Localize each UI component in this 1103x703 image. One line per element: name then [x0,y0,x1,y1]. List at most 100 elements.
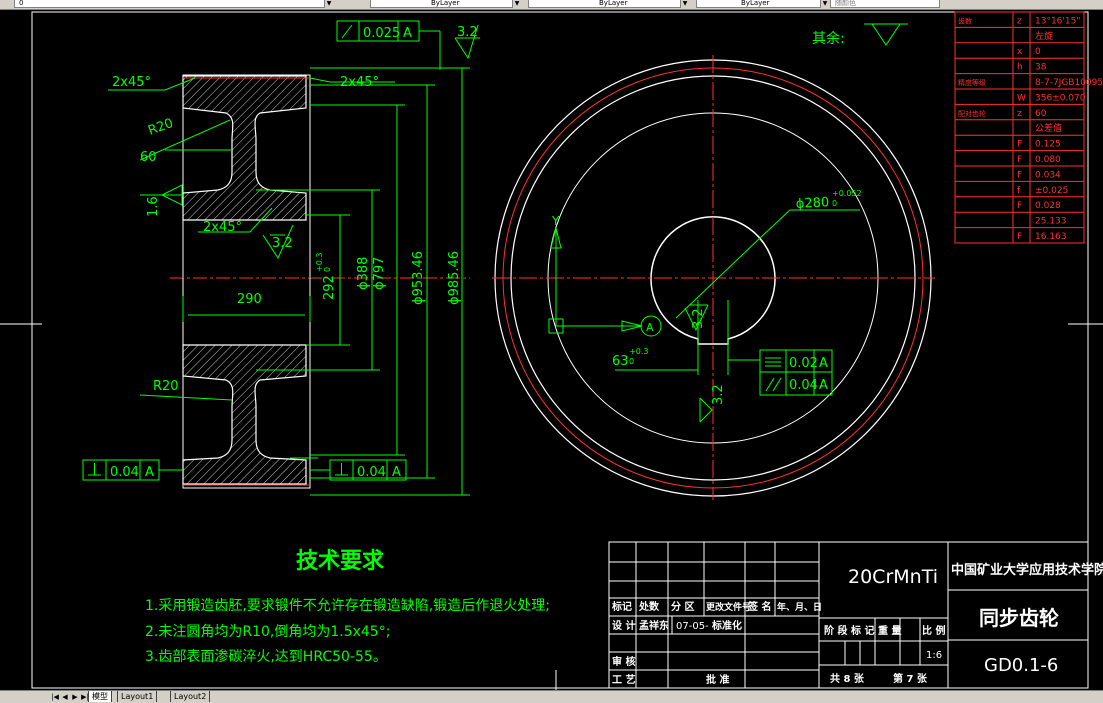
param-table-cell: f [1017,186,1021,196]
param-table-cell: 60 [1035,109,1047,119]
plotstyle-dropdown[interactable]: 随颜色 [830,0,940,8]
chevron-down-icon[interactable]: ▼ [512,0,521,8]
roughness-symbol [160,184,183,206]
tech-requirements-title: 技术要求 [296,549,384,574]
tolerance-label: +0.3 [629,347,648,356]
hatched-section-bottom [182,344,307,485]
fcf-value: 0.025 [363,26,400,41]
param-table-cell: 0.028 [1035,201,1061,211]
param-table-cell: 356±0.070 [1035,93,1086,103]
diameter-label: ϕ388 [356,257,371,290]
lineweight-dropdown[interactable]: ByLayer [696,0,828,8]
layer-dropdown[interactable]: 0 [14,0,332,8]
fcf-perp-left [82,459,183,481]
title-block-header: 分 区 [671,600,694,613]
param-table-cell: 0 [1035,47,1041,57]
roughness-label: 3.2 [457,25,478,40]
fcf-datum: A [145,465,154,480]
part-name: 同步齿轮 [979,606,1059,630]
fcf-datum: A [392,465,401,480]
chevron-down-icon[interactable]: ▼ [324,0,333,8]
roughness-label: 3.2 [272,236,293,251]
param-table-cell: F [1017,170,1022,180]
title-block-header: 签 名 [747,600,771,613]
layout-tab-bar: |◀ ◀ ▶ ▶| 模型 Layout1 Layout2 [0,690,1103,703]
fcf-datum: A [819,378,828,393]
last-tab-icon[interactable]: ▶| [81,693,89,701]
prev-tab-icon[interactable]: ◀ [62,693,68,701]
section-dimensions [108,67,470,496]
param-table-cell: z [1017,109,1022,119]
param-table-cell: 公差值 [1035,122,1062,134]
title-block-header: 阶 段 标 记 [824,624,874,637]
fcf-perp-mid [310,459,407,481]
chevron-down-icon[interactable]: ▼ [680,0,689,8]
tolerance-label: 0 [323,267,332,272]
chevron-down-icon[interactable]: ▼ [820,0,829,8]
drawing-number: GD0.1-6 [984,655,1058,676]
drawing-frame [31,11,1089,689]
param-table-cell: 8-7-7JGB10095-88 [1035,78,1103,88]
color-dropdown[interactable]: ByLayer [370,0,520,8]
diameter-label: ϕ280 [795,195,829,212]
next-tab-icon[interactable]: ▶ [72,693,78,701]
tab-layout2[interactable]: Layout2 [170,691,211,702]
param-table-cell: z [1017,16,1022,26]
roughness-label: 3.2 [711,384,726,405]
title-block-scale: 1:6 [926,650,942,661]
title-block-header: 比 例 [922,624,945,637]
diameter-label: ϕ797 [372,257,387,290]
material-label: 20CrMnTi [848,566,938,588]
drawing-canvas[interactable]: 2x45° 2x45° 2x45° R20 R20 60 290 292 +0.… [0,10,1103,690]
title-block-sheets: 共 8 张 [830,672,865,685]
diameter-label: ϕ985.46 [447,251,462,305]
title-block-label: 审 核 [612,655,635,668]
fcf-value: 0.04 [110,465,139,480]
dimension-label: 290 [237,292,262,307]
tech-requirement-line: 3.齿部表面渗碳淬火,达到HRC50-55。 [145,649,387,665]
title-block-label: 批 准 [706,673,729,686]
roughness-label: 3.2 [691,308,706,329]
section-view [170,74,470,489]
fcf-datum: A [403,26,412,41]
param-table-cell: F [1017,140,1022,150]
title-block-label: 设 计 [612,619,635,632]
tech-requirement-line: 1.采用锻造齿胚,要求锻件不允许存在锻造缺陷,锻造后作退火处理; [145,598,550,614]
param-table-cell: 齿数 [958,16,972,25]
tab-model[interactable]: 模型 [88,691,112,702]
param-table-cell: 精度等级 [958,78,986,87]
tolerance-label: +0.3 [315,253,324,272]
param-table-cell: 38 [1035,63,1047,73]
param-table-cell: 13°16'15" [1035,16,1080,26]
param-table-cell: 配对齿轮 [958,109,986,118]
dimension-label: 63 [612,354,629,369]
roughness-symbol [871,23,901,46]
param-table-cell: F [1017,155,1022,165]
hatched-section-top [182,75,307,221]
datum-label: A [646,321,654,334]
tech-requirement-line: 2.未注圆角均为R10,倒角均为1.5x45°; [145,624,390,640]
param-table-cell: F [1017,201,1022,211]
linetype-dropdown[interactable]: ByLayer [528,0,688,8]
param-table-cell: 16.163 [1035,232,1067,242]
first-tab-icon[interactable]: |◀ [51,693,59,701]
tolerance-label: 0 [629,357,634,366]
title-block-header: 处数 [638,600,660,613]
title-block-label: 标准化 [711,619,742,632]
chamfer-label: 2x45° [112,75,151,90]
tab-layout1[interactable]: Layout1 [117,691,158,702]
title-block-value: 07-05- [676,621,709,632]
fcf-value: 0.02 [789,356,818,371]
param-table-cell: F [1017,232,1022,242]
chamfer-label: 2x45° [340,75,379,90]
properties-toolbar: 0 ▼ ByLayer ▼ ByLayer ▼ ByLayer ▼ 随颜色 [0,0,1103,10]
axis-label: Y [551,214,560,228]
fcf-value: 0.04 [357,465,386,480]
title-block-sheet-no: 第 7 张 [893,672,928,685]
fcf-value: 0.04 [789,378,818,393]
title-block [608,541,1089,689]
title-block-header: 年、月、日 [777,601,822,613]
fcf-runout-top [336,20,441,70]
diameter-label: ϕ953.46 [411,251,426,305]
title-block-header: 标记 [611,600,632,613]
